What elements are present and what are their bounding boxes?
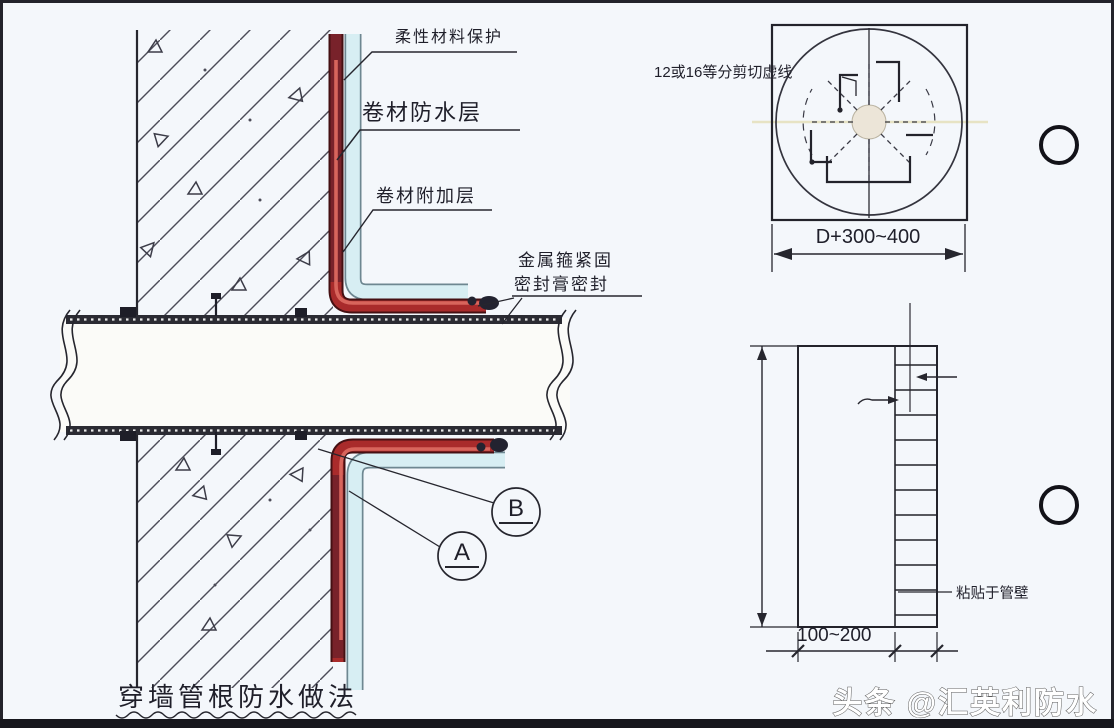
leader-sealant xyxy=(477,297,523,325)
protection-layer-lower xyxy=(348,453,505,690)
pipe-break-symbols xyxy=(50,309,577,441)
membrane-lower-highlight xyxy=(339,447,490,640)
punch-hole-top xyxy=(1039,125,1079,165)
detail-b-circle xyxy=(491,487,541,537)
plan-membrane-square xyxy=(770,23,969,222)
wall-lower-hatch xyxy=(137,432,333,688)
protection-layer-upper xyxy=(346,34,468,299)
pipe-wall-bottom xyxy=(66,426,562,435)
aggregate-dots xyxy=(203,68,312,587)
label-membrane-layer: 卷材防水层 xyxy=(362,100,482,125)
plan-dim-text: D+300~400 xyxy=(816,226,921,248)
plan-cut-note: 12或16等分剪切虚线 xyxy=(654,63,792,81)
sealant-blob-lower xyxy=(490,438,508,452)
detail-b-letter: B xyxy=(508,495,524,522)
leader-detail-b xyxy=(317,448,495,504)
punch-hole-bottom xyxy=(1039,485,1079,525)
plan-radial-cut-lines xyxy=(809,62,929,182)
detail-a-circle xyxy=(437,531,487,581)
protection-layer-upper-outline xyxy=(344,34,468,301)
plan-bracket-dot-1 xyxy=(837,107,843,113)
wall-upper-hatch xyxy=(137,30,333,318)
pipe xyxy=(50,293,577,455)
elevation-width-dimension: 100~200 xyxy=(766,625,958,662)
canvas-border-bottom xyxy=(0,719,1114,728)
label-additional-layer: 卷材附加层 xyxy=(376,186,476,206)
elevation-membrane-rect xyxy=(797,345,938,628)
plan-cut-note-leader xyxy=(841,76,857,96)
detail-callouts: B A xyxy=(317,448,541,581)
protection-layer-lower-outline xyxy=(346,451,505,690)
leader-additional-layer xyxy=(342,209,492,253)
membrane-upper-highlight xyxy=(334,60,482,305)
plan-view: 12或16等分剪切虚线 D+300~400 xyxy=(654,23,988,272)
leader-detail-a xyxy=(348,490,441,548)
pipe-interior xyxy=(60,318,570,432)
elevation-height-dimension xyxy=(750,345,798,628)
leader-flexible-protection xyxy=(343,51,517,81)
plan-bracket-dot-2 xyxy=(809,159,815,165)
detail-a-letter: A xyxy=(454,539,470,566)
punch-holes xyxy=(1039,125,1079,525)
plan-pipe-circle xyxy=(851,104,887,140)
pipe-wall-top xyxy=(66,315,562,324)
elevation-view: 粘贴于管壁 100~200 xyxy=(750,303,1029,662)
elevation-fold-arrows xyxy=(857,373,957,405)
watermark-text: 头条 @汇英利防水 xyxy=(832,687,1098,720)
metal-hoop-lower xyxy=(476,442,486,452)
elevation-paste-note: 粘贴于管壁 xyxy=(956,585,1029,602)
drawing-title-group: 穿墙管根防水做法 xyxy=(115,682,358,719)
elevation-strip-rungs xyxy=(895,364,937,616)
drawing-title: 穿墙管根防水做法 xyxy=(118,682,358,712)
plan-pipe-diameter-dim xyxy=(825,156,912,184)
membrane-lower-red xyxy=(332,440,494,662)
leader-membrane-layer xyxy=(336,129,520,161)
label-sealant: 密封膏密封 xyxy=(514,274,609,294)
metal-hoop-upper xyxy=(467,296,477,306)
wall-section xyxy=(135,30,333,688)
membrane-upper xyxy=(328,34,499,314)
plan-width-dimension: D+300~400 xyxy=(771,224,966,272)
elevation-dim-text: 100~200 xyxy=(797,625,872,646)
label-metal-hoop: 金属箍紧固 xyxy=(518,251,613,270)
title-wavy-underline xyxy=(115,711,357,719)
label-flexible-protection: 柔性材料保护 xyxy=(395,28,503,46)
section-labels: 柔性材料保护 卷材防水层 卷材附加层 金属箍紧固 密封膏密封 xyxy=(336,28,642,325)
membrane-lower xyxy=(330,438,508,690)
aggregate-triangles xyxy=(139,38,311,631)
